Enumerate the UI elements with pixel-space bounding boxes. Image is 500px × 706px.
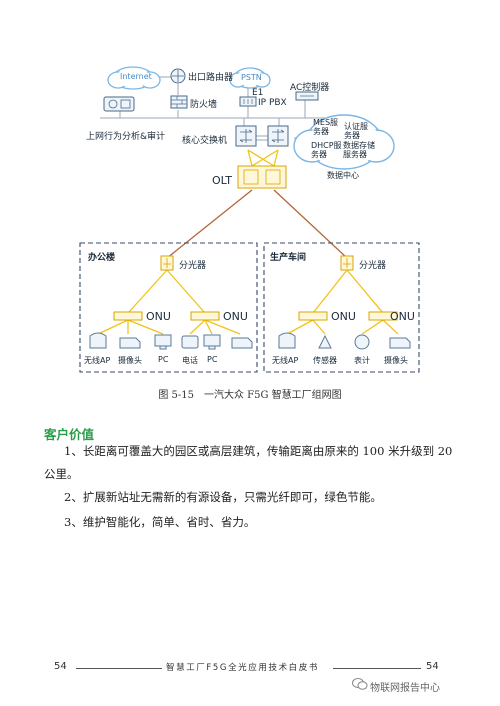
label-splitter-workshop: 分光器	[359, 261, 387, 271]
label-production-workshop: 生产车间	[270, 253, 307, 263]
label-ac-controller: AC控制器	[290, 83, 330, 93]
onu-icon	[113, 311, 398, 321]
label-device: 无线AP	[84, 356, 111, 365]
audit-device-icon	[103, 96, 135, 112]
watermark: 物联网报告中心	[370, 683, 440, 694]
label-device: 无线AP	[272, 356, 299, 365]
label-e1: E1	[252, 88, 264, 98]
label-pstn: PSTN	[241, 73, 262, 82]
olt-icon	[237, 165, 287, 189]
core-switch-icon	[235, 125, 289, 147]
page-number-left: 54	[54, 661, 67, 672]
paragraph-2: 2、扩展新站址无需新的有源设备，只需光纤即可，绿色节能。	[64, 490, 382, 504]
paragraph-1: 1、长距离可覆盖大的园区或高层建筑，传输距离由原来的 100 米升级到 20 公…	[44, 444, 453, 481]
label-firewall: 防火墙	[190, 100, 218, 110]
workshop-frame	[263, 242, 420, 373]
splitter-icon	[160, 255, 354, 271]
label-onu: ONU	[331, 310, 356, 323]
ac-controller-icon	[295, 91, 319, 101]
label-egress-router: 出口路由器	[188, 73, 234, 83]
ip-pbx-icon	[239, 96, 257, 107]
label-data-center: 数据中心	[327, 171, 359, 180]
label-auth-server: 认证服务器	[344, 122, 368, 140]
label-core-switch: 核心交换机	[182, 136, 228, 146]
label-onu: ONU	[146, 310, 171, 323]
label-device: PC	[207, 355, 218, 364]
footer-line-right	[333, 668, 421, 669]
pstn-cloud-icon	[229, 67, 271, 89]
section-title: 客户价值	[44, 427, 95, 442]
footer-line-left	[76, 668, 162, 669]
label-device: PC	[158, 355, 169, 364]
end-device-icon	[89, 332, 411, 350]
label-device: 传感器	[313, 356, 337, 365]
internet-cloud-icon	[107, 66, 161, 90]
figure-caption: 图 5-15 一汽大众 F5G 智慧工厂组网图	[158, 390, 342, 401]
label-device: 表计	[354, 356, 370, 365]
firewall-icon	[170, 95, 188, 109]
label-device: 摄像头	[384, 356, 408, 365]
label-storage-server: 数据存储服务器	[343, 141, 375, 159]
label-onu: ONU	[223, 310, 248, 323]
label-onu: ONU	[390, 310, 415, 323]
footer-title: 智慧工厂F5G全光应用技术白皮书	[166, 663, 319, 673]
paragraph-3: 3、维护智能化，简单、省时、省力。	[64, 515, 256, 529]
label-internet: Internet	[120, 72, 152, 81]
label-dhcp-server: DHCP服务器	[311, 141, 342, 159]
label-splitter-office: 分光器	[179, 261, 207, 271]
label-mes-server: MES服务器	[313, 118, 339, 136]
label-ip-pbx: IP PBX	[258, 98, 287, 108]
data-center-cloud-icon	[293, 114, 395, 170]
label-office-building: 办公楼	[88, 253, 116, 263]
label-olt: OLT	[212, 174, 232, 187]
label-device: 摄像头	[118, 356, 142, 365]
office-building-frame	[79, 242, 258, 373]
wechat-icon	[352, 678, 368, 690]
page-number-right: 54	[426, 661, 439, 672]
label-behavior-audit: 上网行为分析&审计	[86, 132, 166, 142]
label-device: 电话	[182, 356, 198, 365]
network-diagram	[79, 66, 420, 373]
router-icon	[170, 68, 186, 84]
